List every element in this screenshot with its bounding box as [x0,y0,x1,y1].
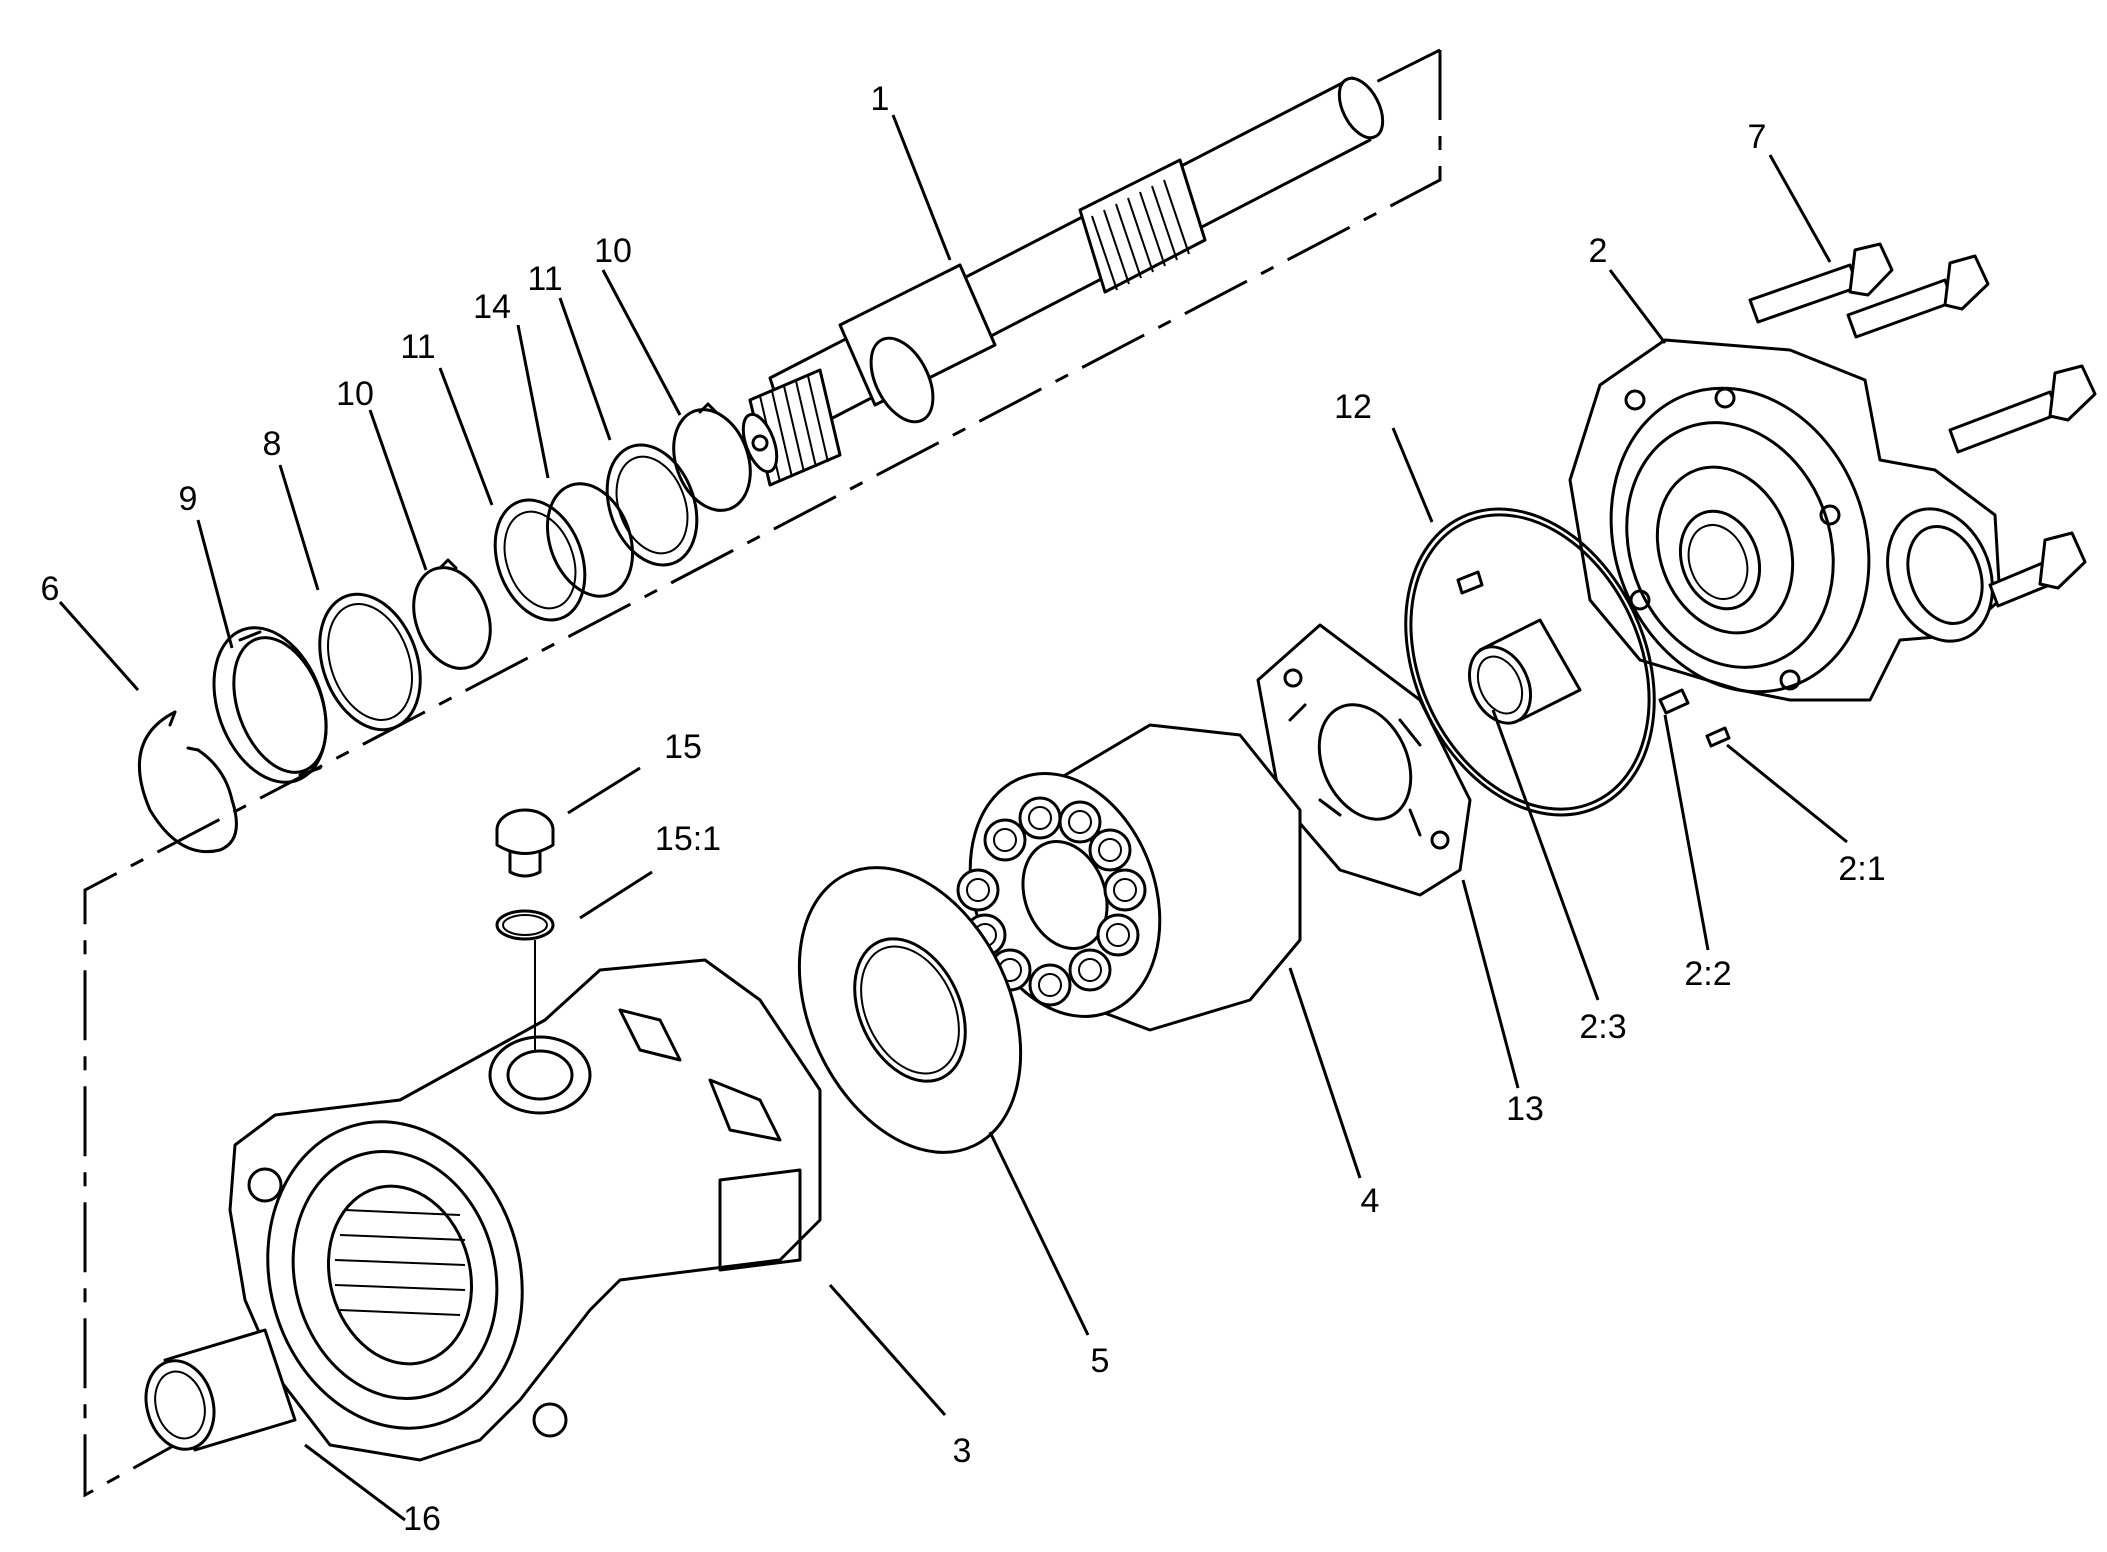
callout-16: 16 [403,1500,441,1538]
callout-2: 2 [1589,232,1608,270]
part-15-plug [495,808,555,878]
part-2-1-pin [1705,726,1731,748]
part-7-bolts [1748,242,2097,608]
callout-10-a: 10 [336,375,374,413]
callout-2-1: 2:1 [1838,850,1885,888]
callout-2-3: 2:3 [1579,1008,1626,1046]
bolt [1988,531,2087,608]
callout-5: 5 [1091,1342,1110,1380]
callout-10-b: 10 [594,232,632,270]
bolt [1846,254,1990,339]
bolt [1948,364,2097,454]
part-5-thrust-plate [797,866,1023,1154]
part-16-bearing [144,1328,297,1452]
part-2-end-cover [1568,338,2002,702]
part-3-housing [228,958,822,1462]
part-14-spacer [545,482,635,598]
callout-8: 8 [263,425,282,463]
callout-14: 14 [473,288,511,326]
callout-15-1: 15:1 [655,820,721,858]
callout-15: 15 [664,728,702,766]
callout-4: 4 [1361,1182,1380,1220]
part-2-2-pin [1658,688,1690,715]
callout-3: 3 [953,1432,972,1470]
callout-6: 6 [41,570,60,608]
part-9-ring [212,626,328,784]
callout-1: 1 [871,80,890,118]
callout-2-2: 2:2 [1684,955,1731,993]
leader-lines [58,114,1848,1522]
bolt [1748,242,1894,324]
callout-13: 13 [1506,1090,1544,1128]
callout-12: 12 [1334,388,1372,426]
callout-11-a: 11 [400,328,435,366]
callout-labels: 1 2 7 12 2:1 2:2 2:3 13 4 5 3 16 15 15:1… [41,80,1886,1538]
callout-7: 7 [1748,118,1767,156]
assembly-centerline [83,48,1442,1498]
part-6-retaining-ring [137,710,238,854]
part-8-ring [318,592,422,732]
part-2-3-bearing [1468,618,1582,725]
part-10-snap-ring-b [672,402,752,512]
part-11-washer-a [493,498,587,622]
part-10-snap-ring-a [412,558,492,670]
part-15-1-seal [495,909,555,1050]
part-1-shaft [741,76,1385,487]
part-11-washer-b [605,443,699,567]
callout-9: 9 [179,480,198,518]
callout-11-b: 11 [527,260,562,298]
